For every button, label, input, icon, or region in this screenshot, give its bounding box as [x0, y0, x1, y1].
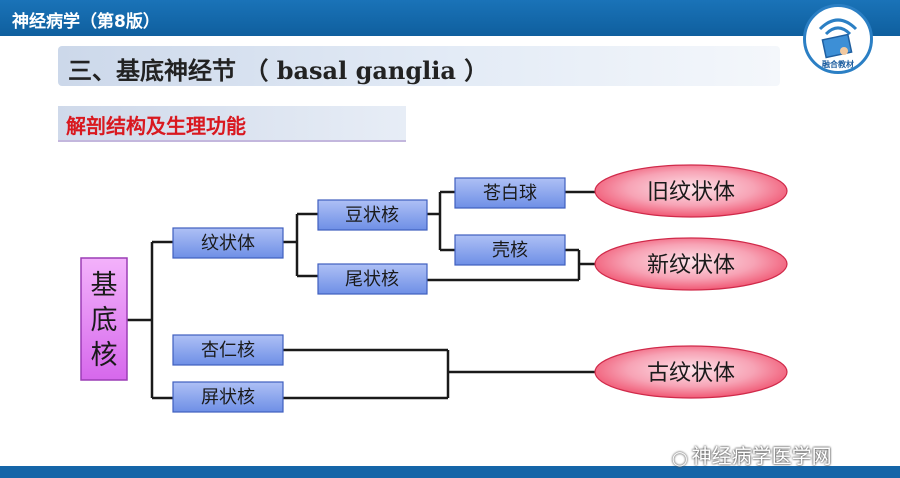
node-claustrum: 屏状核 [172, 381, 284, 413]
header-bar: 神经病学（第8版） [0, 0, 900, 36]
node-lentiform: 豆状核 [317, 199, 428, 231]
group-paleostriatum-label: 旧纹状体 [647, 180, 735, 205]
node-striatum: 纹状体 [172, 227, 284, 259]
root-char-2: 底 [91, 305, 118, 336]
footer-bar [0, 466, 900, 478]
group-archistriatum: 古纹状体 [594, 345, 788, 399]
group-paleostriatum: 旧纹状体 [594, 164, 788, 218]
root-char-1: 基 [91, 270, 118, 301]
node-globus-pallidus-label: 苍白球 [483, 183, 537, 204]
watermark-text: 神经病学医学网 [691, 444, 832, 468]
node-amygdala-label: 杏仁核 [201, 340, 255, 361]
node-lentiform-label: 豆状核 [345, 205, 399, 226]
node-putamen: 壳核 [454, 234, 566, 266]
subheading: 解剖结构及生理功能 [66, 114, 246, 138]
node-putamen-label: 壳核 [492, 240, 528, 261]
node-caudate: 尾状核 [317, 263, 428, 295]
root-char-3: 核 [91, 340, 118, 371]
heading-chinese: 三、基底神经节 [68, 57, 236, 85]
heading-english: （ basal ganglia ） [244, 56, 489, 85]
node-striatum-label: 纹状体 [201, 233, 255, 254]
node-caudate-label: 尾状核 [345, 269, 399, 290]
touch-screen-icon [818, 18, 858, 59]
node-globus-pallidus: 苍白球 [454, 177, 566, 209]
wechat-icon: ◯ [672, 451, 688, 467]
logo-caption: 融合教材 [822, 60, 854, 69]
subheading-band: 解剖结构及生理功能 [58, 106, 406, 142]
section-heading: 三、基底神经节 （ basal ganglia ） [58, 46, 780, 86]
watermark: ◯神经病学医学网 [672, 440, 832, 469]
group-neostriatum: 新纹状体 [594, 237, 788, 291]
group-neostriatum-label: 新纹状体 [647, 253, 735, 278]
group-archistriatum-label: 古纹状体 [647, 361, 735, 386]
textbook-logo: 融合教材 [803, 4, 873, 74]
node-claustrum-label: 屏状核 [201, 387, 255, 408]
book-title: 神经病学（第8版） [12, 12, 160, 32]
tree-connectors [127, 190, 597, 400]
root-node [80, 257, 128, 381]
node-amygdala: 杏仁核 [172, 334, 284, 366]
